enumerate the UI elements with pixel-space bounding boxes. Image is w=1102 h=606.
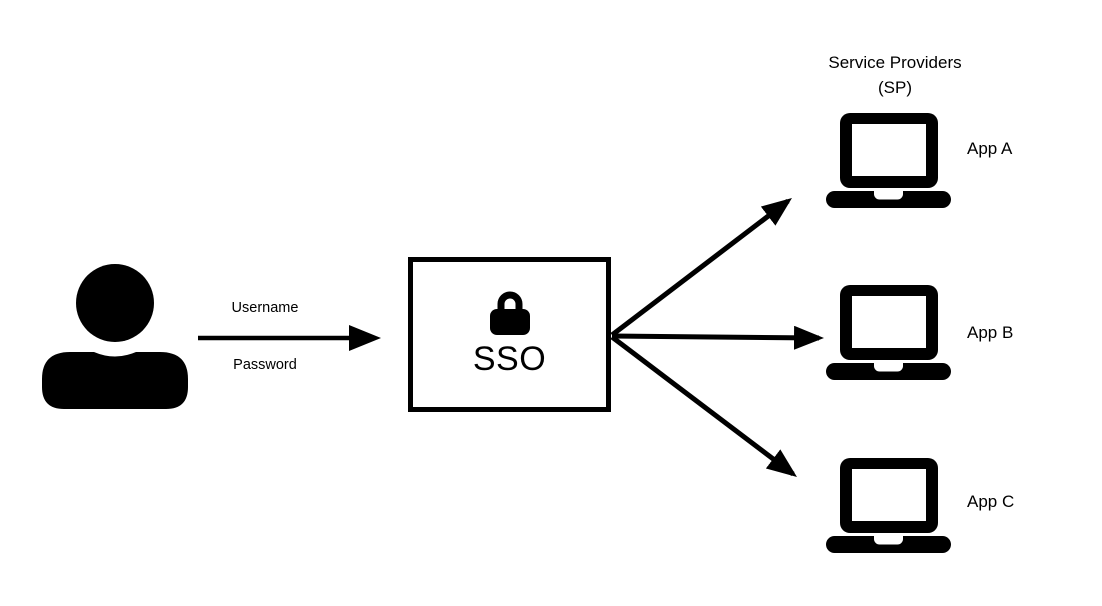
app-c-label: App C [967, 492, 1015, 511]
password-label: Password [233, 357, 297, 373]
sso-to-app-a-arrow [610, 197, 792, 337]
sso-label: SSO [472, 340, 547, 378]
laptop-icon-app-a [826, 113, 951, 208]
lock-icon [490, 291, 530, 335]
service-providers-subtitle: (SP) [878, 78, 912, 97]
sso-to-apps-arrows [610, 197, 824, 478]
sso-box: SSO [408, 257, 611, 412]
sso-to-app-b-arrow [611, 325, 824, 350]
service-providers-header: Service Providers (SP) [795, 50, 995, 100]
laptop-icon-app-c [826, 458, 951, 553]
app-a-label: App A [967, 139, 1013, 158]
service-providers-title: Service Providers [828, 53, 962, 72]
laptop-icon-app-b [826, 285, 951, 380]
person-icon [42, 263, 188, 409]
app-b-label: App B [967, 323, 1014, 342]
sso-to-app-c-arrow [610, 335, 797, 478]
credentials-arrow-icon [198, 325, 381, 351]
username-label: Username [231, 300, 299, 316]
